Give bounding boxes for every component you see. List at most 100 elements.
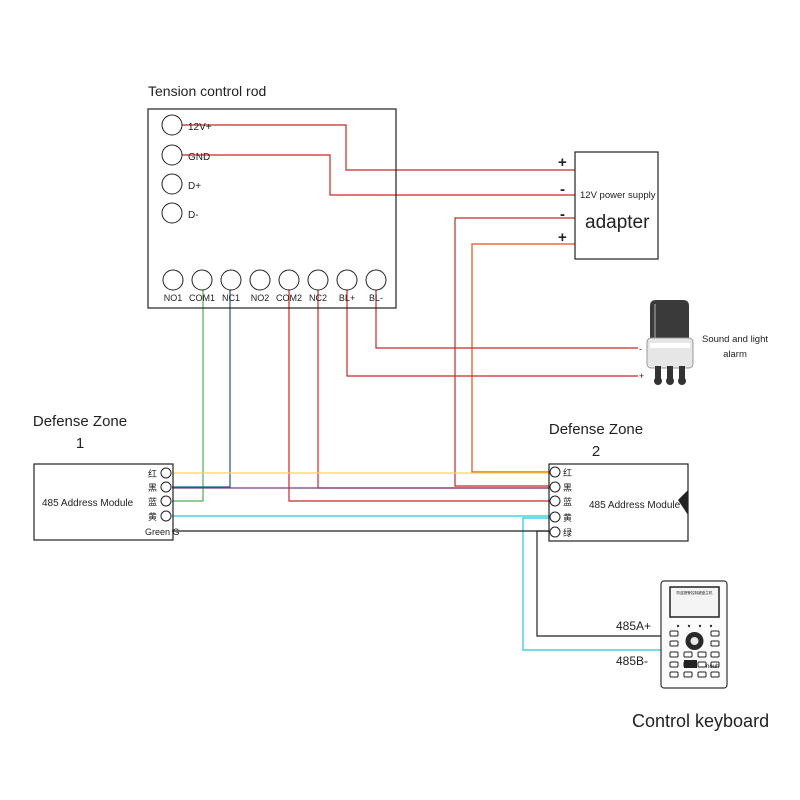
- zone2-pins: 红 黑 蓝 黄 绿: [549, 466, 572, 538]
- terminal-gnd[interactable]: [161, 144, 183, 166]
- label-com2: COM2: [276, 293, 302, 303]
- label-bl-plus: BL+: [339, 293, 355, 303]
- rod-title: Tension control rod: [148, 83, 266, 99]
- zone1-title: Defense Zone: [33, 413, 127, 430]
- keyboard-a-label: 485A+: [616, 619, 651, 633]
- rod-bottom-terminals: NO1 COM1 NC1 NO2 COM2 NC2 BL+ BL-: [162, 269, 387, 303]
- keyboard-b-label: 485B-: [616, 654, 648, 668]
- adapter-box: [574, 151, 659, 260]
- zone2-terminal-blue[interactable]: [549, 495, 561, 507]
- zone2-terminal-yellow[interactable]: [549, 511, 561, 523]
- wire-adapter-minus-zone2: [454, 217, 575, 487]
- keyboard-screen-text: 防盗报警控制键盘主机: [677, 590, 713, 595]
- terminal-bl-plus[interactable]: [336, 269, 358, 291]
- zone2-terminal-black[interactable]: [549, 481, 561, 493]
- zone2-pin-black: 黑: [563, 483, 572, 493]
- zone1-terminal-red[interactable]: [160, 467, 172, 479]
- alarm-label-line2: alarm: [723, 349, 747, 360]
- zone2-terminal-red[interactable]: [549, 466, 561, 478]
- zone2-pin-blue: 蓝: [563, 496, 572, 507]
- adapter-pin-minus-bottom: -: [560, 206, 565, 223]
- zone1-pin-red: 红: [148, 468, 157, 479]
- label-12v-plus: 12V+: [188, 122, 212, 133]
- zone1-pin-yellow: 黄: [148, 511, 157, 522]
- zone2-pin-yellow: 黄: [563, 512, 572, 523]
- label-no1: NO1: [164, 293, 183, 303]
- zone1-green-label: Green G: [145, 527, 180, 537]
- adapter-title: adapter: [585, 212, 650, 233]
- keyboard-caption: Control keyboard: [632, 711, 769, 731]
- label-d-plus: D+: [188, 181, 201, 192]
- keyboard-screen: [669, 586, 720, 618]
- tension-control-rod: Tension control rod 12V+ GND D+ D- NO1 C…: [147, 83, 397, 309]
- power-adapter: 12V power supply adapter + - - +: [558, 151, 659, 260]
- wire-nc2: [317, 290, 549, 489]
- label-no2: NO2: [251, 293, 270, 303]
- label-nc2: NC2: [309, 293, 327, 303]
- keyboard-nav-pad[interactable]: [685, 632, 704, 650]
- terminal-com2[interactable]: [278, 269, 300, 291]
- wire-nc1: [172, 290, 231, 488]
- zone2-pin-green: 绿: [563, 527, 572, 538]
- defense-zone-1: Defense Zone 1 485 Address Module 红 黑 蓝 …: [33, 413, 180, 541]
- defense-zone-2: Defense Zone 2 485 Address Module 红 黑 蓝 …: [548, 421, 689, 542]
- wire-cyan-keyboard: [522, 517, 662, 651]
- zone1-pin-blue: 蓝: [148, 496, 157, 507]
- wire-adapter-plus-zone2: [471, 243, 575, 473]
- zone1-number: 1: [76, 435, 84, 452]
- zone1-module-label: 485 Address Module: [42, 498, 134, 509]
- label-d-minus: D-: [188, 210, 199, 221]
- terminal-bl-minus[interactable]: [365, 269, 387, 291]
- keyboard-brand: nouh: [706, 664, 719, 670]
- zone1-pin-black: 黑: [148, 483, 157, 493]
- terminal-d-plus[interactable]: [161, 173, 183, 195]
- label-bl-minus: BL-: [369, 293, 383, 303]
- terminal-nc2[interactable]: [307, 269, 329, 291]
- alarm-icon: [646, 300, 694, 385]
- adapter-pin-plus-bottom: +: [558, 229, 567, 246]
- wire-12v-plus: [172, 124, 575, 171]
- terminal-com1[interactable]: [191, 269, 213, 291]
- wire-com1: [172, 290, 204, 502]
- label-gnd: GND: [188, 152, 210, 163]
- alarm-plus-label: +: [639, 371, 644, 381]
- zone1-terminal-yellow[interactable]: [160, 510, 172, 522]
- wire-black-keyboard: [536, 530, 662, 637]
- terminal-no2[interactable]: [249, 269, 271, 291]
- terminal-no1[interactable]: [162, 269, 184, 291]
- control-keyboard: 485A+ 485B- 防盗报警控制键盘主机: [616, 580, 769, 731]
- keyboard-badge-icon: [684, 660, 697, 668]
- sound-light-alarm: - + Sound and light alarm: [639, 300, 768, 385]
- zone1-box: [33, 463, 174, 541]
- rod-box: [147, 108, 397, 309]
- wire-bl-plus: [346, 290, 638, 377]
- terminal-nc1[interactable]: [220, 269, 242, 291]
- keyboard-keys[interactable]: [669, 630, 720, 678]
- terminal-12v-plus[interactable]: [161, 114, 183, 136]
- zone2-title: Defense Zone: [549, 421, 643, 438]
- label-com1: COM1: [189, 293, 215, 303]
- zone1-terminal-black[interactable]: [160, 481, 172, 493]
- wires: [172, 124, 662, 651]
- wire-gnd: [172, 154, 575, 196]
- terminal-d-minus[interactable]: [161, 202, 183, 224]
- zone2-number: 2: [592, 443, 600, 460]
- zone1-terminal-blue[interactable]: [160, 495, 172, 507]
- alarm-label-line1: Sound and light: [702, 334, 768, 345]
- zone2-module-label: 485 Address Module: [589, 500, 681, 511]
- zone1-pins: 红 黑 蓝 黄: [148, 467, 172, 522]
- label-nc1: NC1: [222, 293, 240, 303]
- adapter-pin-plus-top: +: [558, 154, 567, 171]
- alarm-minus-label: -: [639, 344, 642, 354]
- zone2-terminal-green[interactable]: [549, 526, 561, 538]
- zone2-pin-red: 红: [563, 467, 572, 478]
- rod-left-terminals: 12V+ GND D+ D-: [161, 114, 212, 224]
- wire-com2: [288, 290, 549, 502]
- adapter-pin-minus-top: -: [560, 181, 565, 198]
- wire-bl-minus: [375, 290, 638, 349]
- keyboard-status-dots: [676, 624, 713, 628]
- zone2-edge-mark: [678, 490, 688, 515]
- adapter-subtitle: 12V power supply: [580, 190, 656, 201]
